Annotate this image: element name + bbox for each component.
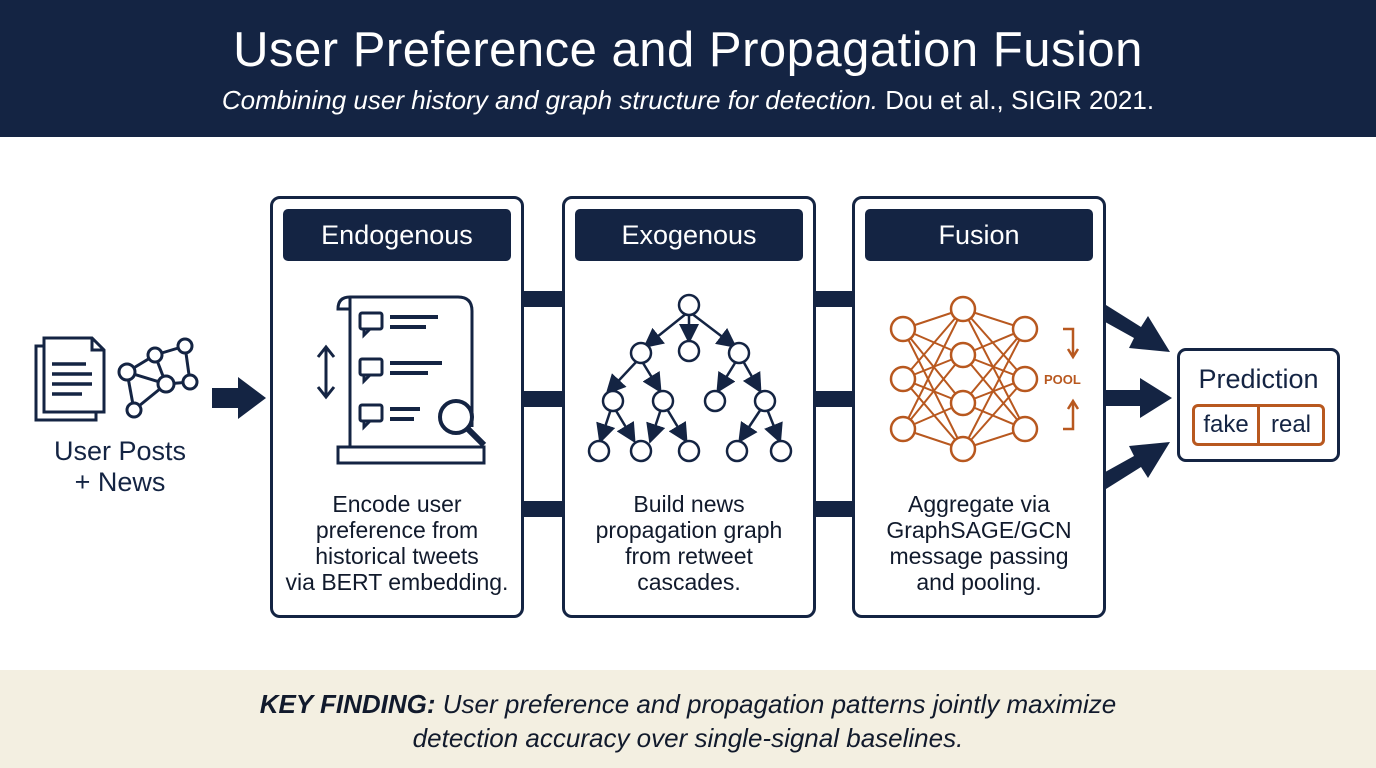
header-banner: User Preference and Propagation Fusion C…: [0, 0, 1376, 137]
output-arrow-top-icon: [1098, 305, 1170, 352]
input-label: User Posts + News: [30, 436, 210, 498]
nn-edge: [962, 308, 1026, 380]
nn-node: [949, 341, 977, 369]
panel-exogenous: Exogenous: [562, 196, 816, 618]
nn-node: [889, 315, 917, 343]
propagation-tree-icon: [587, 293, 793, 463]
subtitle-description: Combining user history and graph structu…: [221, 85, 879, 115]
connector-1-bottom: [522, 501, 566, 517]
network-graph-icon: [117, 337, 199, 419]
subtitle-citation: Dou et al., SIGIR 2021.: [885, 85, 1155, 115]
output-arrow-bottom-icon: [1098, 442, 1170, 489]
connector-2-top: [812, 291, 856, 307]
prediction-labels: fake real: [1192, 404, 1325, 446]
input-label-line2: + News: [74, 467, 166, 497]
input-icons: [34, 336, 199, 422]
nn-node: [949, 435, 977, 463]
nn-edge: [902, 328, 964, 450]
label-fake: fake: [1203, 411, 1249, 438]
key-finding-line1: KEY FINDING: User preference and propaga…: [259, 689, 1117, 719]
nn-node: [889, 415, 917, 443]
label-real: real: [1257, 407, 1322, 443]
nn-edge: [962, 328, 1026, 450]
prediction-title: Prediction: [1198, 364, 1319, 394]
nn-edge: [962, 328, 1026, 404]
magnifier-handle: [465, 426, 487, 448]
key-finding-line2: detection accuracy over single-signal ba…: [412, 723, 964, 753]
panel-exogenous-title: Exogenous: [575, 209, 803, 261]
page-title: User Preference and Propagation Fusion: [233, 23, 1143, 77]
output-arrow-mid-icon: [1104, 378, 1172, 418]
panel-endogenous-title: Endogenous: [283, 209, 511, 261]
connector-2-bottom: [812, 501, 856, 517]
nn-node: [1011, 415, 1039, 443]
neural-network-icon: [889, 295, 1080, 463]
nn-node: [949, 295, 977, 323]
nn-edge: [962, 378, 1026, 450]
input-label-line1: User Posts: [53, 436, 187, 466]
key-finding-banner: KEY FINDING: User preference and propaga…: [0, 670, 1376, 768]
nn-edge: [902, 308, 964, 380]
tweet-history-scroll-icon: [316, 295, 487, 465]
nn-node: [949, 389, 977, 417]
key-finding-label: KEY FINDING:: [259, 689, 436, 719]
documents-icon: [34, 336, 106, 422]
pool-label: POOL: [1044, 372, 1081, 387]
page-subtitle: Combining user history and graph structu…: [0, 84, 1376, 116]
nn-node: [1011, 365, 1039, 393]
connector-1-mid: [522, 391, 566, 407]
input-arrow-icon: [212, 377, 266, 419]
nn-edge: [962, 308, 1026, 430]
panel-exogenous-description: Build news propagation graph from retwee…: [595, 491, 783, 595]
prediction-box: Prediction fake real: [1177, 348, 1340, 462]
panel-endogenous: Endogenous: [270, 196, 524, 618]
nn-edge: [902, 378, 964, 450]
panel-fusion-title: Fusion: [865, 209, 1093, 261]
connector-1-top: [522, 291, 566, 307]
panel-fusion: Fusion Aggregate via GraphSAGE/GCN messa…: [852, 196, 1106, 618]
nn-node: [889, 365, 917, 393]
nn-node: [1011, 315, 1039, 343]
nn-edge: [902, 308, 964, 430]
connector-2-mid: [812, 391, 856, 407]
panel-fusion-description: Aggregate via GraphSAGE/GCN message pass…: [886, 491, 1072, 595]
panel-endogenous-description: Encode user preference from historical t…: [285, 491, 509, 595]
nn-edge: [902, 354, 964, 430]
